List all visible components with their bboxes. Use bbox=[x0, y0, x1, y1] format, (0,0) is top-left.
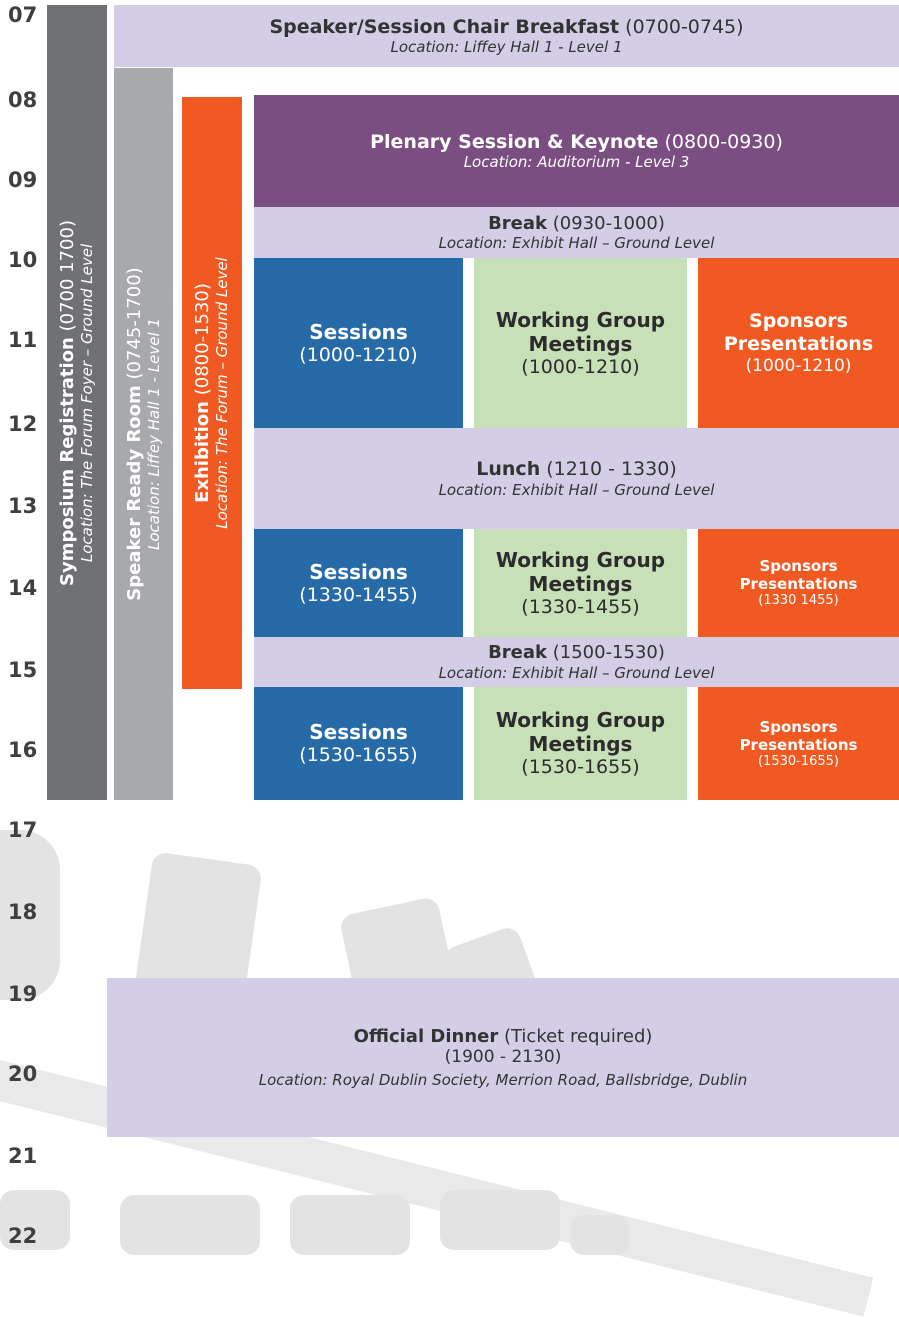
sponsors-time: (1330 1455) bbox=[758, 593, 839, 609]
lunch-time: (1210 - 1330) bbox=[546, 458, 677, 481]
working-group-title: Working Group Meetings bbox=[495, 547, 666, 596]
breakfast-block: Speaker/Session Chair Breakfast (0700-07… bbox=[114, 5, 899, 67]
sessions-block: Sessions (1000-1210) bbox=[254, 258, 463, 428]
sponsors-block: Sponsors Presentations (1330 1455) bbox=[698, 529, 899, 637]
lunch-block: Lunch (1210 - 1330) Location: Exhibit Ha… bbox=[254, 428, 899, 529]
hour-label: 07 bbox=[8, 3, 38, 27]
sponsors-title: Sponsors Presentations bbox=[739, 557, 858, 594]
hour-label: 15 bbox=[8, 658, 38, 682]
sessions-block: Sessions (1330-1455) bbox=[254, 529, 463, 637]
registration-column: Symposium Registration (0700 1700) Locat… bbox=[47, 5, 107, 800]
sponsors-title: Sponsors Presentations bbox=[723, 310, 874, 355]
break-block: Break (1500-1530) Location: Exhibit Hall… bbox=[254, 637, 899, 687]
break-time: (0930-1000) bbox=[552, 212, 665, 234]
ready-room-location: Location: Liffey Hall 1 - Level 1 bbox=[144, 318, 163, 550]
plenary-time: (0800-0930) bbox=[664, 130, 783, 153]
background-decoration bbox=[570, 1215, 630, 1255]
sponsors-time: (1530-1655) bbox=[757, 753, 839, 769]
ready-room-time: (0745-1700) bbox=[123, 267, 145, 380]
break-time: (1500-1530) bbox=[552, 642, 665, 664]
working-group-block: Working Group Meetings (1530-1655) bbox=[474, 687, 687, 800]
exhibition-time: (0800-1530) bbox=[192, 283, 214, 396]
hour-label: 08 bbox=[8, 88, 38, 112]
hour-label: 14 bbox=[8, 576, 38, 600]
working-group-time: (1530-1655) bbox=[521, 756, 640, 779]
hour-label: 11 bbox=[8, 328, 38, 352]
plenary-title: Plenary Session & Keynote bbox=[370, 130, 659, 153]
sessions-title: Sessions bbox=[309, 720, 408, 745]
sponsors-time: (1000-1210) bbox=[745, 355, 852, 376]
breakfast-location: Location: Liffey Hall 1 - Level 1 bbox=[390, 38, 623, 57]
hour-label: 09 bbox=[8, 168, 38, 192]
sponsors-block: Sponsors Presentations (1000-1210) bbox=[698, 258, 899, 428]
exhibition-column: Exhibition (0800-1530) Location: The For… bbox=[182, 97, 242, 689]
working-group-time: (1330-1455) bbox=[521, 595, 640, 618]
registration-location: Location: The Forum Foyer – Ground Level bbox=[77, 243, 96, 562]
background-decoration bbox=[0, 1190, 70, 1250]
background-decoration bbox=[0, 830, 60, 1000]
background-decoration bbox=[440, 1190, 560, 1250]
ready-room-title: Speaker Ready Room bbox=[123, 385, 145, 601]
working-group-title: Working Group Meetings bbox=[495, 307, 666, 356]
hour-label: 22 bbox=[8, 1224, 38, 1248]
dinner-location: Location: Royal Dublin Society, Merrion … bbox=[258, 1071, 748, 1090]
sessions-time: (1530-1655) bbox=[299, 744, 418, 767]
break-title: Break bbox=[488, 212, 547, 234]
breakfast-time: (0700-0745) bbox=[625, 15, 744, 38]
break-location: Location: Exhibit Hall – Ground Level bbox=[438, 234, 715, 253]
sponsors-block: Sponsors Presentations (1530-1655) bbox=[698, 687, 899, 800]
dinner-block: Official Dinner (Ticket required) (1900 … bbox=[107, 978, 899, 1137]
lunch-title: Lunch bbox=[476, 458, 541, 481]
dinner-time: (1900 - 2130) bbox=[444, 1047, 562, 1068]
sponsors-title: Sponsors Presentations bbox=[739, 717, 858, 754]
hour-label: 18 bbox=[8, 900, 38, 924]
working-group-time: (1000-1210) bbox=[521, 355, 640, 378]
hour-label: 17 bbox=[8, 818, 38, 842]
hour-label: 20 bbox=[8, 1062, 38, 1086]
sessions-title: Sessions bbox=[309, 559, 408, 584]
dinner-note: (Ticket required) bbox=[503, 1025, 653, 1047]
sessions-time: (1330-1455) bbox=[299, 583, 418, 606]
plenary-location: Location: Auditorium - Level 3 bbox=[463, 153, 690, 172]
break-block: Break (0930-1000) Location: Exhibit Hall… bbox=[254, 207, 899, 258]
exhibition-title: Exhibition bbox=[192, 401, 214, 503]
dinner-title: Official Dinner bbox=[353, 1025, 499, 1047]
sessions-title: Sessions bbox=[309, 319, 408, 344]
background-decoration bbox=[290, 1195, 410, 1255]
hour-label: 19 bbox=[8, 982, 38, 1006]
ready-room-column: Speaker Ready Room (0745-1700) Location:… bbox=[114, 68, 173, 800]
working-group-block: Working Group Meetings (1330-1455) bbox=[474, 529, 687, 637]
hour-label: 12 bbox=[8, 412, 38, 436]
hour-label: 13 bbox=[8, 494, 38, 518]
background-decoration bbox=[120, 1195, 260, 1255]
hour-label: 10 bbox=[8, 248, 38, 272]
working-group-title: Working Group Meetings bbox=[495, 708, 666, 757]
lunch-location: Location: Exhibit Hall – Ground Level bbox=[438, 480, 715, 499]
break-location: Location: Exhibit Hall – Ground Level bbox=[438, 663, 715, 682]
registration-time: (0700 1700) bbox=[57, 219, 79, 331]
break-title: Break bbox=[488, 642, 547, 664]
exhibition-location: Location: The Forum – Ground Level bbox=[212, 257, 231, 529]
breakfast-title: Speaker/Session Chair Breakfast bbox=[269, 15, 620, 38]
sessions-time: (1000-1210) bbox=[299, 343, 418, 366]
hour-label: 16 bbox=[8, 738, 38, 762]
sessions-block: Sessions (1530-1655) bbox=[254, 687, 463, 800]
hour-label: 21 bbox=[8, 1144, 38, 1168]
working-group-block: Working Group Meetings (1000-1210) bbox=[474, 258, 687, 428]
plenary-block: Plenary Session & Keynote (0800-0930) Lo… bbox=[254, 95, 899, 207]
registration-title: Symposium Registration bbox=[57, 336, 79, 586]
